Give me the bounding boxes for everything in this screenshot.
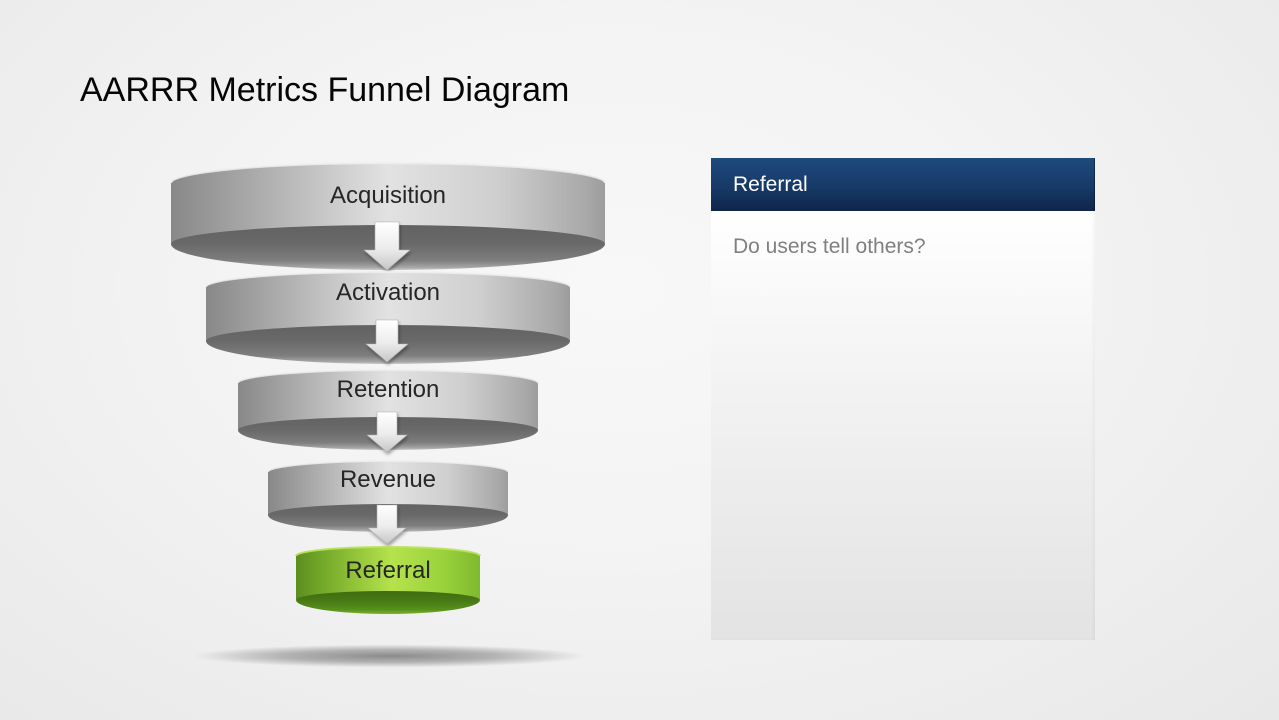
stage-detail-panel: Referral Do users tell others?	[711, 158, 1095, 640]
stage-label: Acquisition	[330, 182, 446, 209]
panel-question-text: Do users tell others?	[733, 235, 926, 258]
down-arrow-4	[367, 504, 407, 545]
stage-body	[268, 461, 508, 515]
stage-body	[206, 272, 570, 341]
down-arrow-2	[365, 319, 409, 363]
funnel-diagram: Acquisition Activation Retention Revenue…	[169, 161, 607, 668]
stage-top-rim	[267, 460, 509, 473]
stage-top-rim	[237, 369, 539, 384]
stage-top-rim	[205, 271, 571, 288]
stage-bottom-rim	[296, 586, 480, 614]
stage-body	[238, 370, 538, 430]
stage-body	[296, 547, 480, 600]
panel-title: Referral	[733, 172, 808, 196]
page-title: AARRR Metrics Funnel Diagram	[80, 70, 570, 109]
stage-label: Retention	[337, 376, 440, 403]
funnel-stage-referral[interactable]: Referral	[295, 546, 481, 614]
stage-label: Referral	[345, 557, 430, 584]
funnel-floor-shadow	[194, 644, 586, 668]
stage-body	[171, 163, 605, 244]
stage-top-rim	[169, 161, 607, 184]
down-arrow-1	[363, 221, 411, 271]
stage-label: Activation	[336, 279, 440, 306]
down-arrow-3	[366, 411, 408, 453]
panel-body: Do users tell others?	[711, 211, 1095, 640]
stage-label: Revenue	[340, 466, 436, 493]
panel-header: Referral	[711, 158, 1095, 211]
stage-top-rim	[295, 546, 481, 557]
